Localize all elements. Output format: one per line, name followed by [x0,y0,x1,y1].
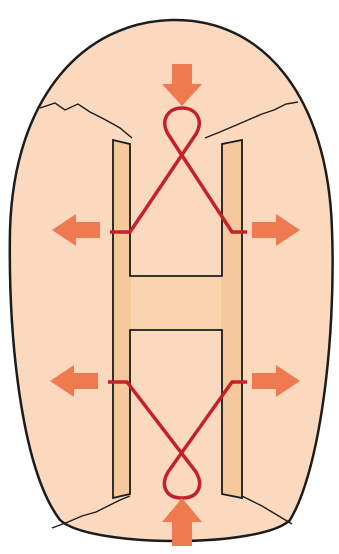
h-crossbar [131,277,221,329]
